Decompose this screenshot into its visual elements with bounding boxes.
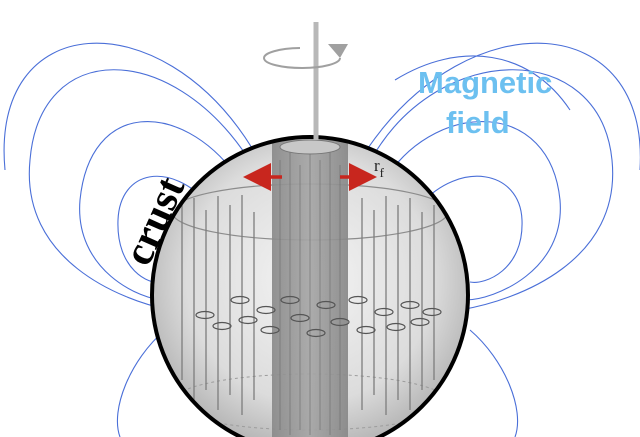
- field-line: [387, 121, 561, 301]
- field-line: [116, 329, 166, 437]
- column-top: [279, 139, 341, 155]
- vortex-lines: [181, 195, 435, 415]
- field-line: [367, 42, 640, 170]
- field-line: [394, 55, 571, 111]
- field-lines: [3, 42, 640, 437]
- vortex-rings: [195, 295, 442, 338]
- crust-outline: [150, 135, 470, 437]
- magnetic-label-line2: field: [446, 105, 510, 140]
- core-texture: [279, 145, 341, 435]
- field-line: [79, 121, 237, 301]
- field-line: [371, 69, 614, 311]
- field-line: [3, 42, 253, 171]
- field-line: [28, 69, 249, 311]
- magnetic-label-line1: Magnetic: [418, 65, 552, 100]
- radius-subscript: f: [380, 165, 385, 180]
- radius-label: rf: [374, 156, 385, 180]
- field-line: [117, 175, 211, 283]
- field-line: [469, 329, 519, 437]
- field-line: [419, 175, 523, 283]
- rotation-arrow-icon: [263, 44, 348, 69]
